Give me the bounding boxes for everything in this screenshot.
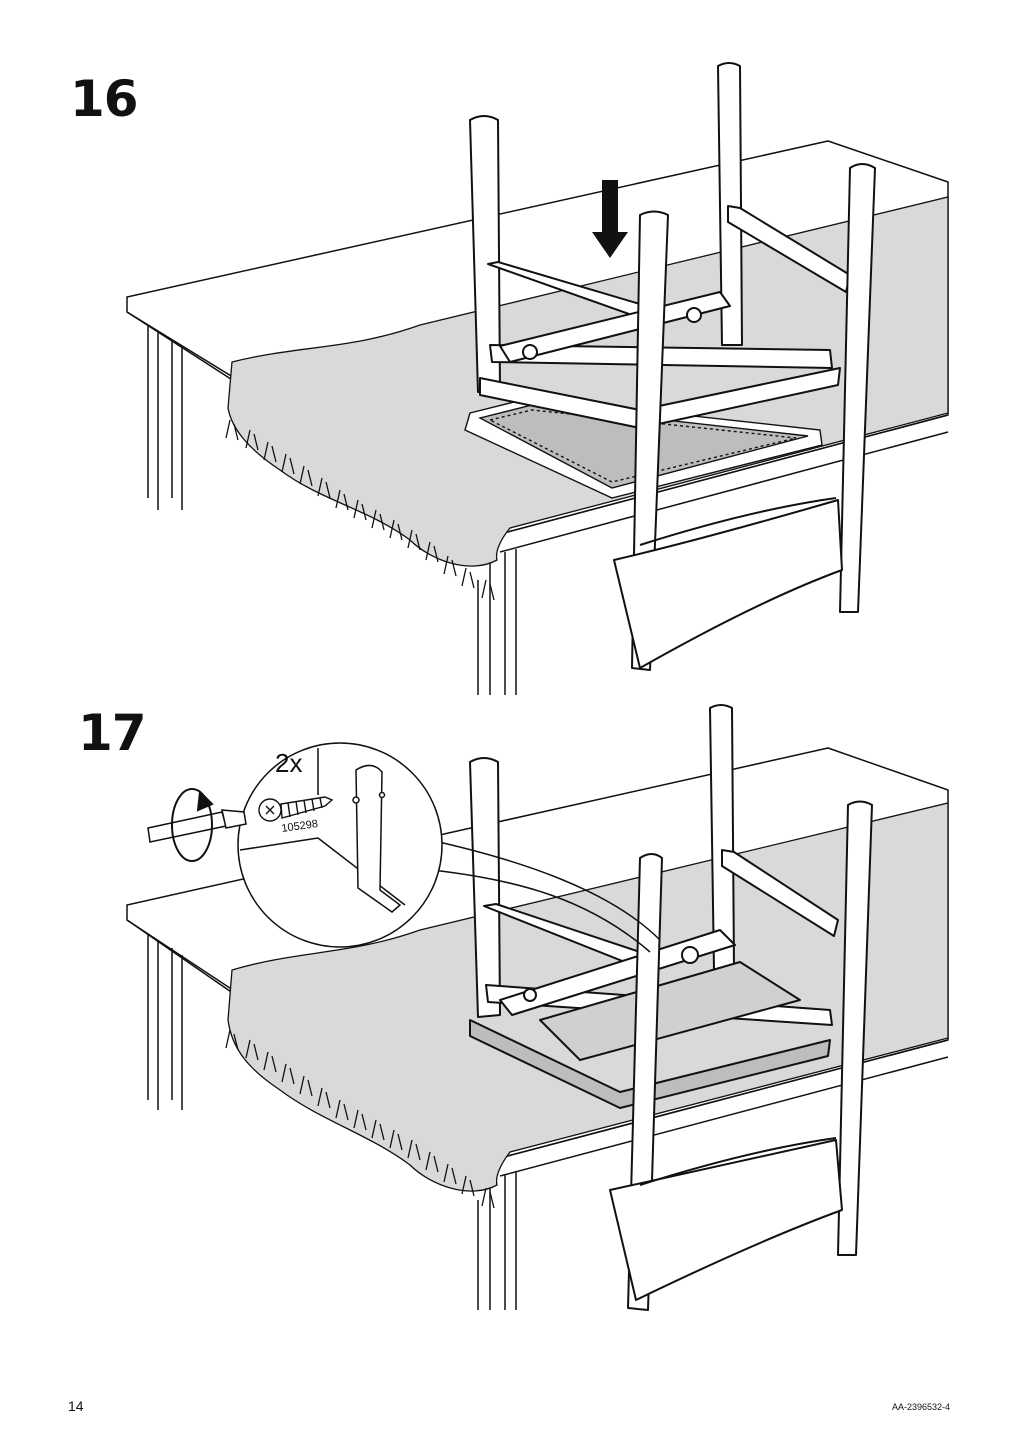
- chair-frame: [469, 704, 873, 1311]
- down-arrow-icon: [592, 180, 628, 258]
- rotate-clockwise-icon: [171, 788, 214, 862]
- screwdriver-icon: [147, 809, 247, 843]
- step-16-illustration: [126, 62, 949, 695]
- step-17-illustration: 2x 105298: [126, 704, 949, 1311]
- document-code: AA-2396532-4: [891, 1402, 950, 1412]
- chair-frame: [469, 62, 876, 671]
- detail-callout: [237, 742, 661, 953]
- quantity-label: 2x: [275, 748, 302, 778]
- step-16-number: 16: [70, 70, 139, 128]
- tablecloth: [225, 196, 949, 601]
- page-number: 14: [68, 1398, 84, 1414]
- step-17-number: 17: [78, 704, 147, 762]
- screw-icon: [258, 796, 334, 822]
- part-number-label: 105298: [281, 818, 319, 835]
